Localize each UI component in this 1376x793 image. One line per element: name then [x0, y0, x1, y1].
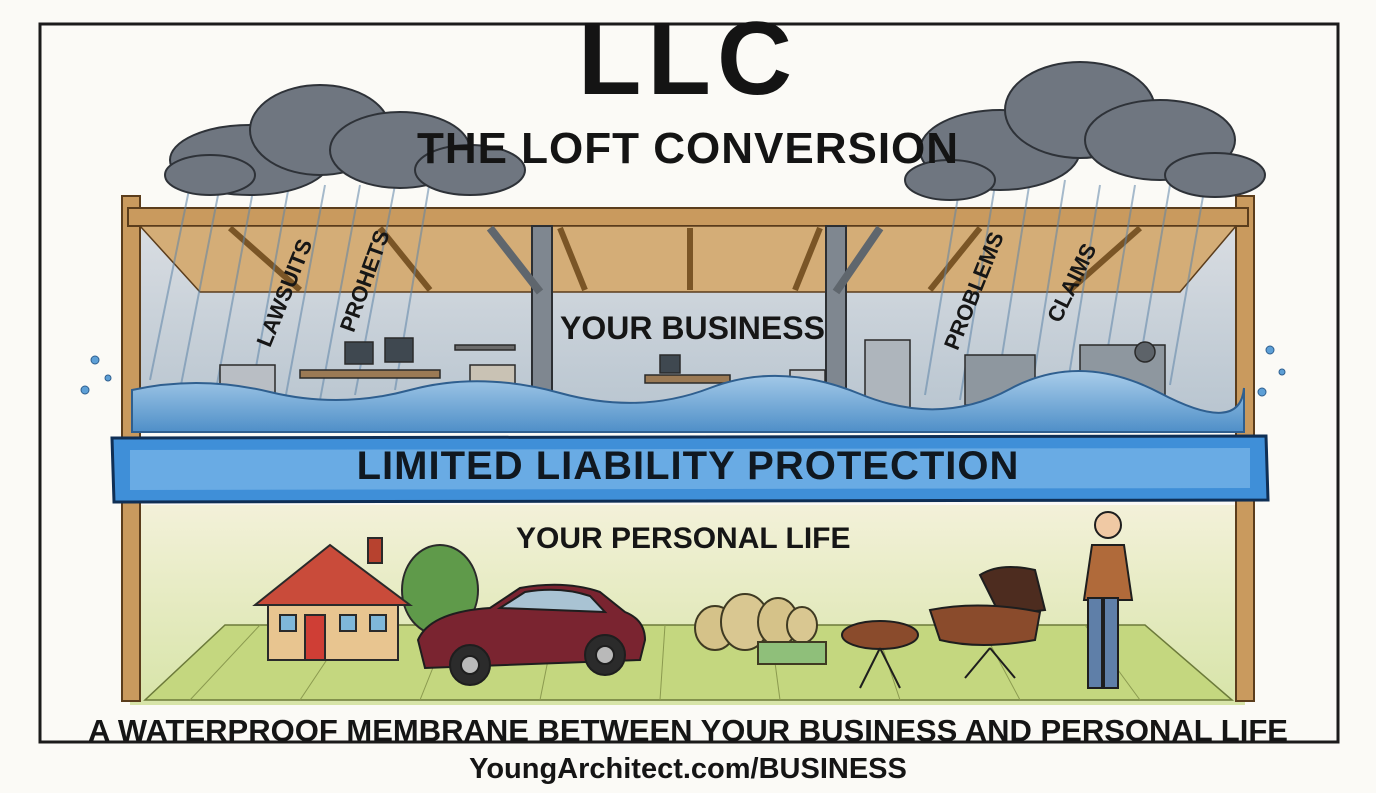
filing-cabinet-icon	[864, 339, 911, 411]
outer-frame	[38, 22, 1340, 744]
house-icon	[252, 537, 479, 661]
personal-life-label: YOUR PERSONAL LIFE	[516, 522, 851, 555]
subtitle: THE LOFT CONVERSION	[416, 124, 960, 173]
website-link[interactable]: YoungArchitect.com/BUSINESS	[469, 753, 907, 785]
caption: A WATERPROOF MEMBRANE BETWEEN YOUR BUSIN…	[88, 713, 1288, 748]
main-title: LLC	[577, 1, 799, 117]
desk-icon	[299, 369, 441, 379]
flood-water	[131, 369, 1245, 433]
lounge-chair-icon	[841, 565, 1047, 689]
business-label: YOUR BUSINESS	[560, 310, 825, 346]
storm-cloud-icon	[164, 84, 526, 196]
membrane-highlight	[130, 448, 1250, 490]
membrane-label: LIMITED LIABILITY PROTECTION	[356, 444, 1020, 488]
car-icon	[416, 583, 647, 686]
water-splash	[80, 345, 1286, 397]
desk-icon	[644, 374, 731, 384]
storm-cloud-icon	[904, 61, 1266, 201]
woman-figure-icon	[1082, 511, 1134, 689]
money-bags-icon	[694, 593, 827, 665]
